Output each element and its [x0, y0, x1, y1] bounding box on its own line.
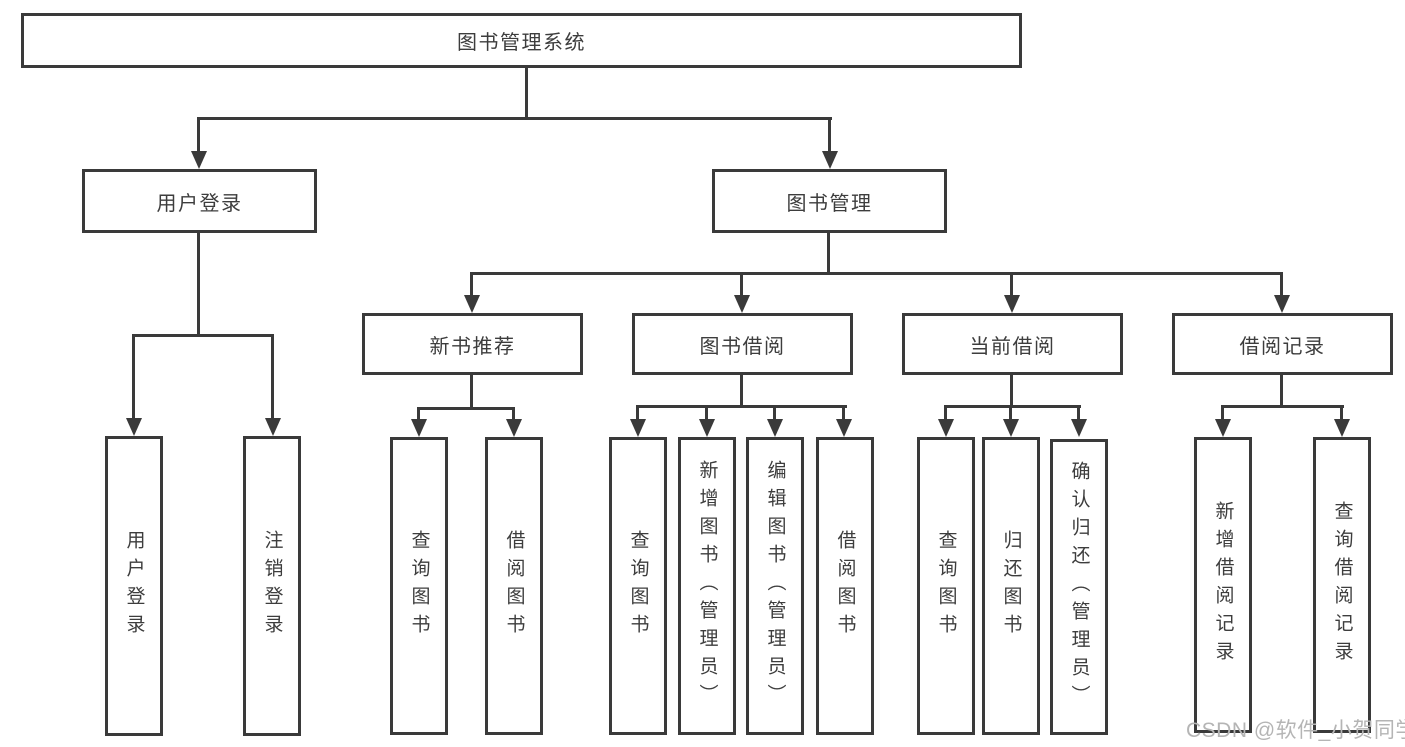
- connector-vline: [944, 405, 947, 421]
- leaf-query-books-current: 查询图书: [917, 437, 975, 735]
- node-label: 查询图书: [627, 530, 649, 642]
- connector-hline: [417, 407, 515, 410]
- leaf-borrow-books-recommend: 借阅图书: [485, 437, 543, 735]
- arrowhead-icon: [630, 419, 646, 437]
- connector-vline: [773, 405, 776, 421]
- connector-vline: [740, 272, 743, 297]
- node-label: 编辑图书（管理员）: [764, 460, 786, 712]
- node-label: 查询图书: [935, 530, 957, 642]
- arrowhead-icon: [767, 419, 783, 437]
- arrowhead-icon: [411, 419, 427, 437]
- node-label: 借阅图书: [503, 530, 525, 642]
- connector-vline: [1010, 375, 1013, 408]
- node-label: 查询图书: [408, 530, 430, 642]
- connector-vline: [470, 375, 473, 410]
- node-label: 确认归还（管理员）: [1068, 461, 1090, 713]
- node-new-book-recommendation: 新书推荐: [362, 313, 583, 375]
- connector-vline: [1009, 405, 1012, 421]
- arrowhead-icon: [1004, 295, 1020, 313]
- connector-hline: [1221, 405, 1344, 408]
- arrowhead-icon: [734, 295, 750, 313]
- node-label: 查询借阅记录: [1331, 501, 1353, 669]
- leaf-query-books-recommend: 查询图书: [390, 437, 448, 735]
- node-label: 借阅图书: [834, 530, 856, 642]
- node-label: 新增借阅记录: [1212, 501, 1234, 669]
- arrowhead-icon: [506, 419, 522, 437]
- connector-vline: [1221, 405, 1224, 421]
- connector-vline: [828, 117, 831, 153]
- csdn-watermark: CSDN @软件_小贺同学: [1186, 719, 1405, 742]
- node-current-borrowing: 当前借阅: [902, 313, 1123, 375]
- leaf-confirm-return-admin: 确认归还（管理员）: [1050, 439, 1108, 735]
- node-label: 当前借阅: [969, 335, 1056, 358]
- node-label: 新书推荐: [429, 335, 516, 358]
- node-label: 图书借阅: [699, 335, 786, 358]
- arrowhead-icon: [265, 418, 281, 436]
- arrowhead-icon: [938, 419, 954, 437]
- arrowhead-icon: [1274, 295, 1290, 313]
- leaf-add-borrow-record: 新增借阅记录: [1194, 437, 1252, 733]
- leaf-return-books: 归还图书: [982, 437, 1040, 735]
- node-label: 新增图书（管理员）: [696, 460, 718, 712]
- leaf-logout: 注销登录: [243, 436, 301, 736]
- connector-vline: [705, 405, 708, 421]
- connector-vline: [525, 68, 528, 120]
- arrowhead-icon: [1071, 419, 1087, 437]
- arrowhead-icon: [1215, 419, 1231, 437]
- arrowhead-icon: [126, 418, 142, 436]
- node-user-login-branch: 用户登录: [82, 169, 317, 233]
- leaf-query-books-borrowing: 查询图书: [609, 437, 667, 735]
- connector-vline: [842, 405, 845, 421]
- connector-hline: [470, 272, 1283, 275]
- connector-vline: [197, 233, 200, 337]
- node-book-borrowing: 图书借阅: [632, 313, 853, 375]
- node-label: 注销登录: [261, 530, 283, 642]
- leaf-edit-books-admin: 编辑图书（管理员）: [746, 437, 804, 735]
- node-label: 借阅记录: [1239, 335, 1326, 358]
- connector-hline: [132, 334, 274, 337]
- arrowhead-icon: [822, 151, 838, 169]
- leaf-query-borrow-record: 查询借阅记录: [1313, 437, 1371, 733]
- connector-vline: [1280, 272, 1283, 297]
- arrowhead-icon: [464, 295, 480, 313]
- connector-hline: [197, 117, 832, 120]
- connector-hline: [636, 405, 847, 408]
- arrowhead-icon: [191, 151, 207, 169]
- node-borrowing-records: 借阅记录: [1172, 313, 1393, 375]
- arrowhead-icon: [1003, 419, 1019, 437]
- connector-vline: [197, 117, 200, 153]
- connector-vline: [827, 233, 830, 275]
- node-label: 用户登录: [123, 530, 145, 642]
- arrowhead-icon: [1334, 419, 1350, 437]
- node-root-system: 图书管理系统: [21, 13, 1022, 68]
- leaf-user-login: 用户登录: [105, 436, 163, 736]
- connector-vline: [740, 375, 743, 408]
- node-label: 归还图书: [1000, 530, 1022, 642]
- connector-vline: [1280, 375, 1283, 408]
- connector-vline: [271, 334, 274, 420]
- connector-vline: [636, 405, 639, 421]
- connector-vline: [132, 334, 135, 420]
- arrowhead-icon: [836, 419, 852, 437]
- connector-vline: [1010, 272, 1013, 297]
- connector-vline: [417, 407, 420, 421]
- connector-vline: [470, 272, 473, 297]
- node-label: 图书管理: [786, 192, 873, 215]
- node-label: 图书管理系统: [457, 32, 586, 54]
- node-label: 用户登录: [156, 192, 243, 215]
- connector-vline: [512, 407, 515, 421]
- connector-vline: [1077, 405, 1080, 421]
- leaf-add-books-admin: 新增图书（管理员）: [678, 437, 736, 735]
- leaf-borrow-books: 借阅图书: [816, 437, 874, 735]
- node-book-management-branch: 图书管理: [712, 169, 947, 233]
- connector-hline: [944, 405, 1081, 408]
- connector-vline: [1340, 405, 1343, 421]
- arrowhead-icon: [699, 419, 715, 437]
